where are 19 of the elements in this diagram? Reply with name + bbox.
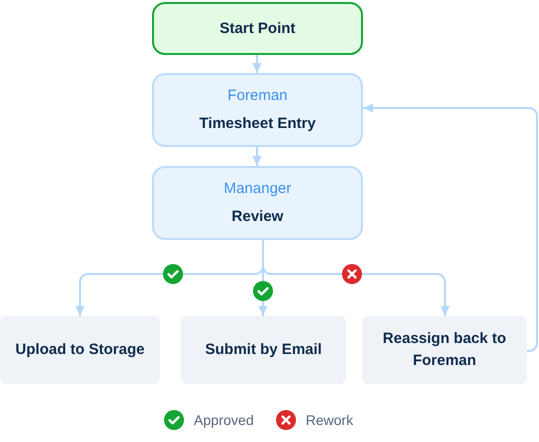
outcome-box — [0, 316, 160, 384]
start-box — [152, 2, 363, 55]
process-box — [152, 166, 363, 240]
arrow — [262, 240, 450, 316]
step-label: Review — [232, 207, 284, 227]
arrow — [252, 147, 262, 166]
step-label: Timesheet Entry — [199, 114, 316, 134]
legend-label: Rework — [306, 412, 354, 428]
legend-label: Approved — [194, 412, 254, 428]
outcome-box — [362, 316, 527, 384]
step-label: Start Point — [220, 18, 296, 38]
role-label: Foreman — [227, 86, 288, 106]
outcome-box — [181, 316, 346, 384]
process-box — [152, 73, 363, 147]
role-label: Mananger — [224, 179, 292, 199]
step-label: Submit by Email — [205, 340, 322, 360]
arrow — [252, 55, 262, 73]
step-label: Upload to Storage — [15, 340, 145, 360]
step-label: Reassign back to Foreman — [382, 329, 508, 371]
